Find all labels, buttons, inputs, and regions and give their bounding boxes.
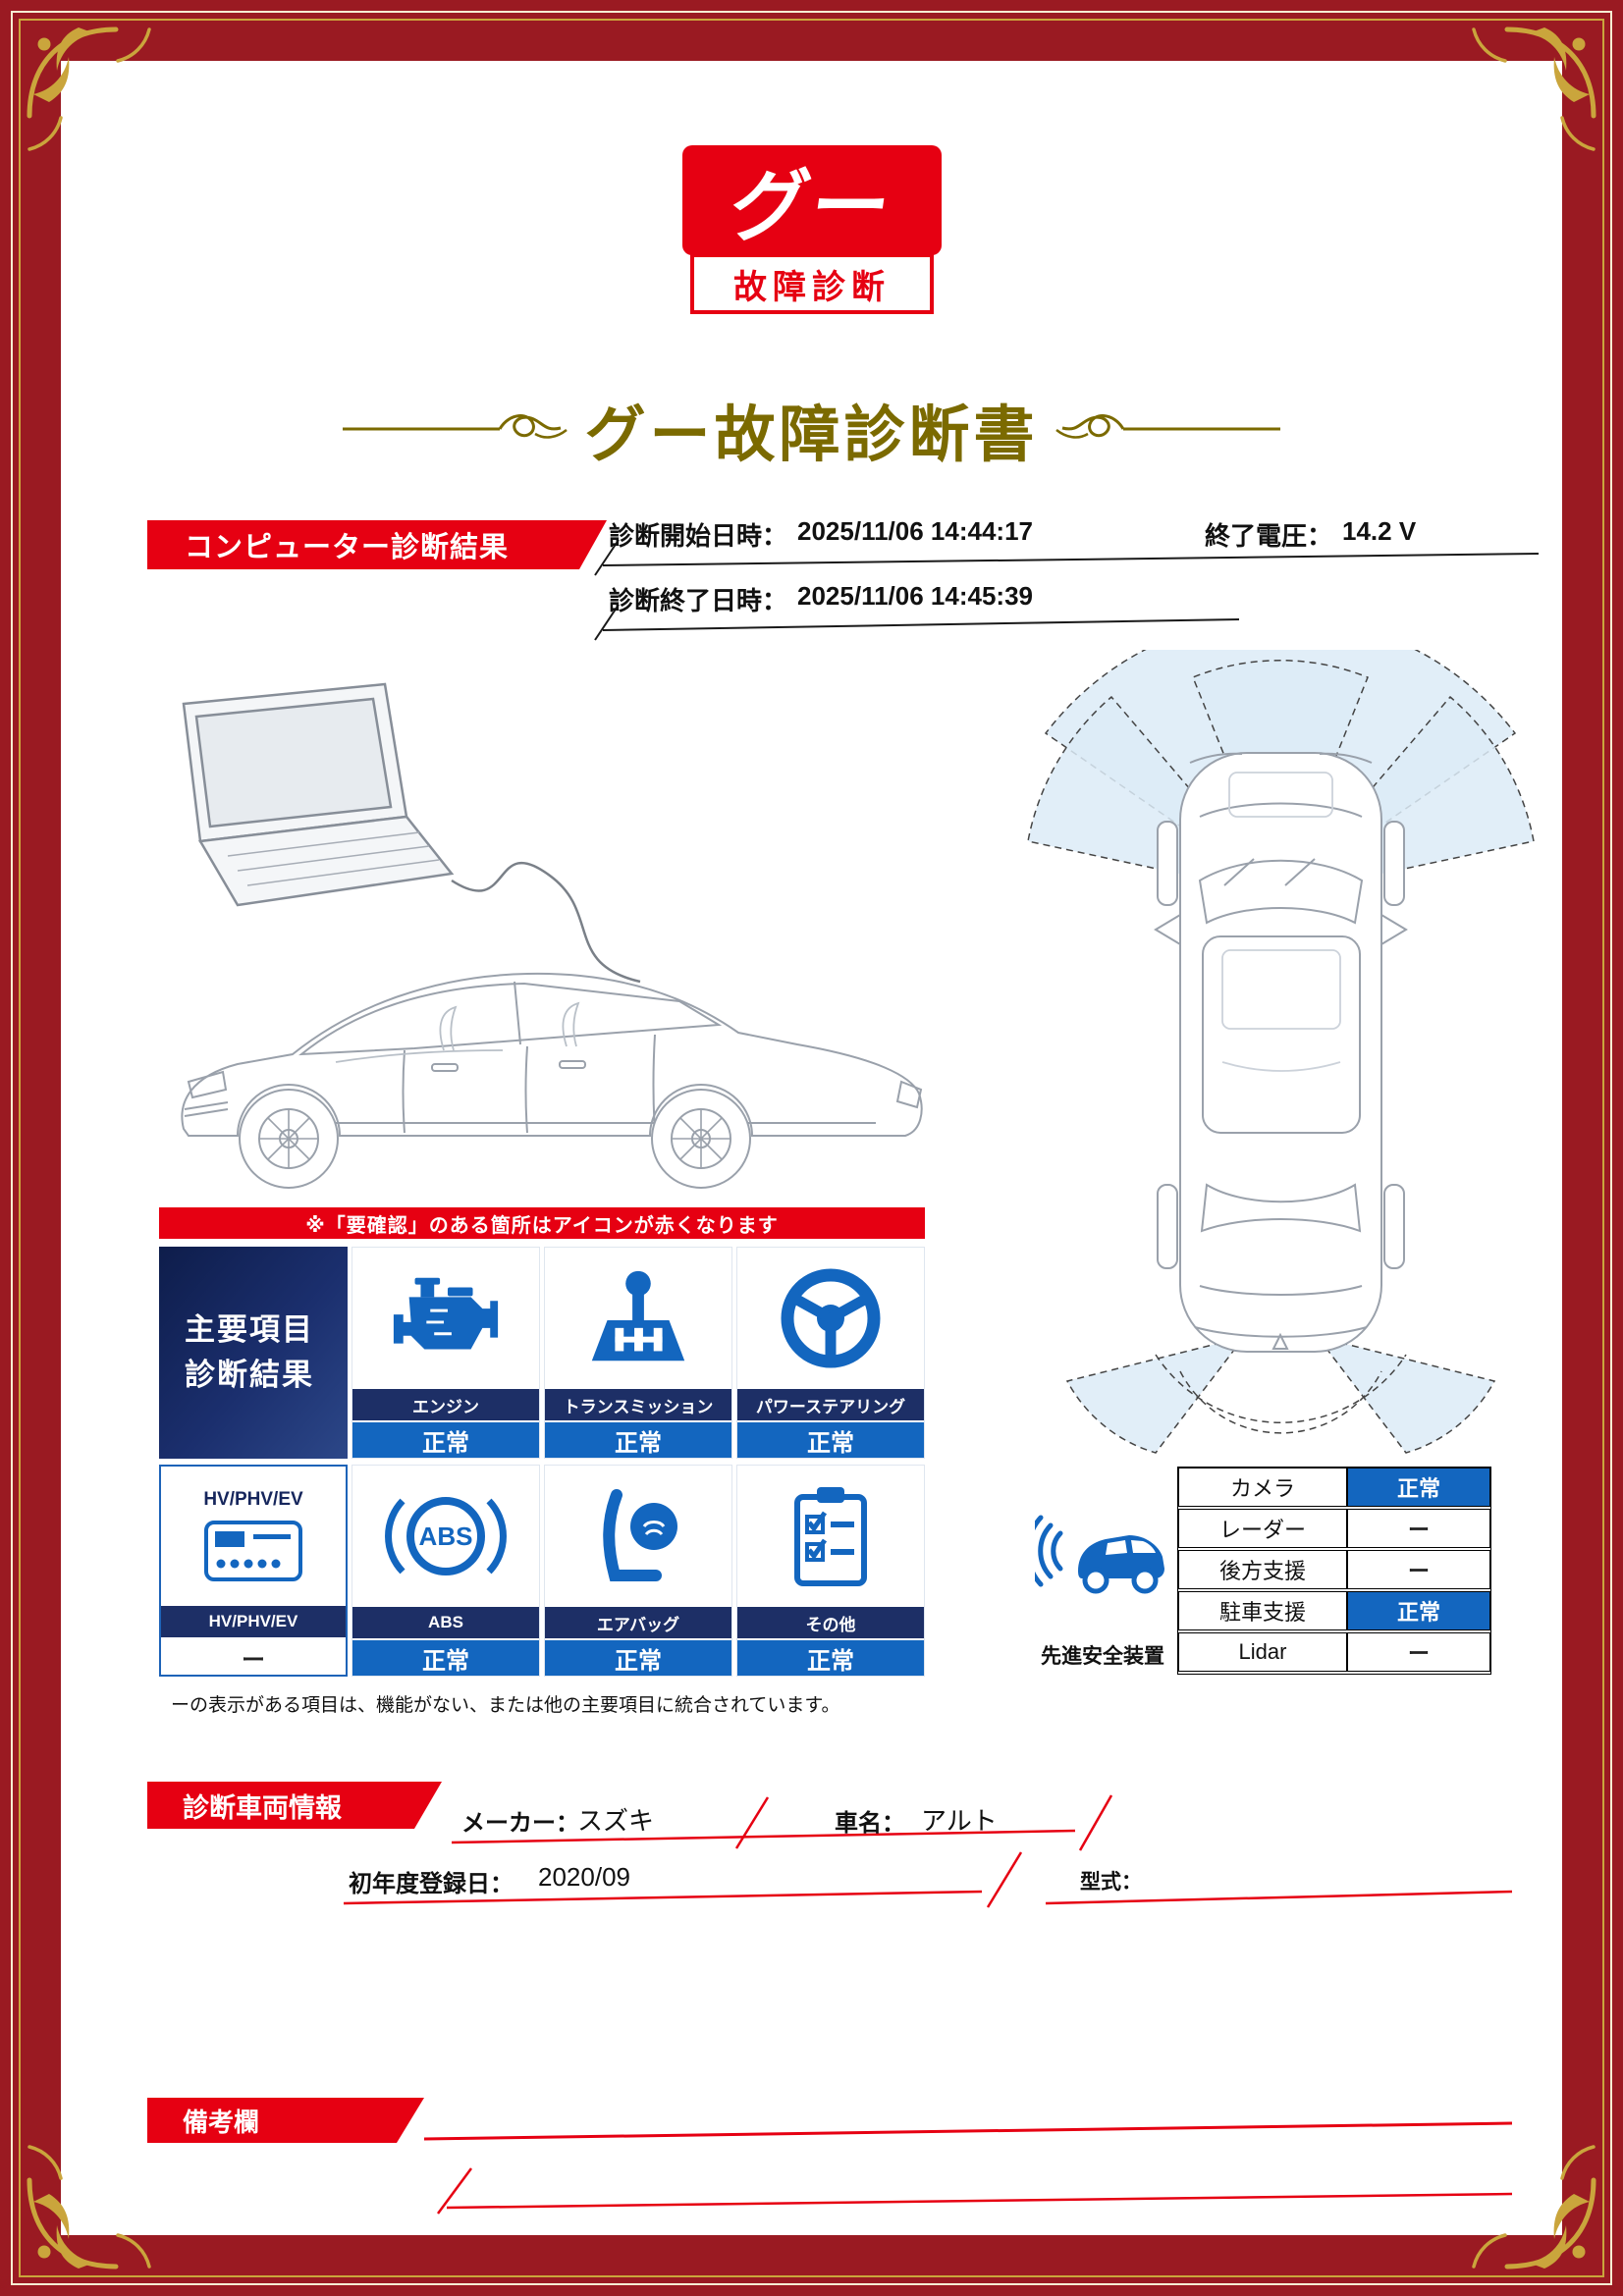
first-registration-value: 2020/09 — [538, 1862, 630, 1892]
main-results-grid: 主要項目 診断結果 エンジン 正常 — [159, 1247, 925, 1677]
vehicle-info-banner: 診断車両情報 — [147, 1782, 442, 1829]
start-datetime-value: 2025/11/06 14:44:17 — [797, 516, 1033, 546]
airbag-icon — [545, 1466, 731, 1607]
diagnosis-item-status: 正常 — [352, 1420, 539, 1458]
diagnosis-item-status: ー — [161, 1637, 346, 1675]
safety-row-status: ー — [1347, 1509, 1490, 1549]
title-ornament-right — [1055, 414, 1280, 439]
svg-text:ABS: ABS — [419, 1522, 473, 1551]
diagnosis-cell-power-steering: パワーステアリング 正常 — [736, 1247, 925, 1459]
diagnosis-item-status: 正常 — [352, 1638, 539, 1676]
diagnosis-cell-other: その他 正常 — [736, 1465, 925, 1677]
vehicle-info-section: 診断車両情報 メーカー： スズキ 車名： アルト 初年度登録日： 2020/09… — [147, 1774, 1522, 1921]
diagnosis-item-status: 正常 — [545, 1638, 731, 1676]
diagnosis-item-status: 正常 — [737, 1638, 924, 1676]
safety-row-status: 正常 — [1347, 1468, 1490, 1508]
advanced-safety-label: 先進安全装置 — [1041, 1645, 1164, 1668]
computer-diagnosis-banner: コンピューター診断結果 — [147, 520, 607, 569]
model-code-label: 型式： — [1080, 1871, 1142, 1894]
diagnosis-item-status: 正常 — [737, 1420, 924, 1458]
main-results-header-line1: 主要項目 — [185, 1311, 314, 1347]
car-topview-illustration — [1027, 650, 1535, 1454]
safety-row-status: 正常 — [1347, 1591, 1490, 1631]
goo-logo-text: グー — [724, 163, 898, 250]
maker-value: スズキ — [577, 1806, 655, 1836]
title-ornament-left — [343, 414, 568, 439]
remarks-section: 備考欄 — [147, 2098, 1522, 2225]
diagnosis-item-label: HV/PHV/EV — [161, 1606, 346, 1637]
safety-row-status: ー — [1347, 1550, 1490, 1590]
grid-footnote: ーの表示がある項目は、機能がない、または他の主要項目に統合されています。 — [171, 1695, 840, 1716]
diagnosis-item-label: パワーステアリング — [737, 1389, 924, 1420]
end-datetime-label: 診断終了日時： — [609, 586, 788, 615]
remarks-banner: 備考欄 — [147, 2098, 424, 2143]
end-datetime-value: 2025/11/06 14:45:39 — [797, 581, 1033, 611]
end-voltage-label: 終了電圧： — [1205, 521, 1333, 551]
diagnosis-cell-airbag: エアバッグ 正常 — [544, 1465, 732, 1677]
safety-car-icon — [1028, 1467, 1177, 1635]
fault-diagnosis-badge: 故障診断 — [690, 253, 934, 314]
alert-note-strip: ※「要確認」のある箇所はアイコンが赤くなります — [159, 1207, 925, 1239]
report-title: グー故障診断書 — [584, 401, 1039, 469]
diagnosis-cell-hv: HV/PHV/EV HV/PHV/EV ー — [159, 1465, 348, 1677]
start-datetime-label: 診断開始日時： — [609, 521, 788, 551]
checklist-icon — [737, 1466, 924, 1607]
fault-diagnosis-text: 故障診断 — [733, 268, 891, 306]
diagnosis-item-label: エアバッグ — [545, 1607, 731, 1638]
diagnosis-item-status: 正常 — [545, 1420, 731, 1458]
safety-row-name: Lidar — [1178, 1632, 1347, 1673]
car-name-value: アルト — [921, 1806, 998, 1836]
safety-row-name: カメラ — [1178, 1468, 1347, 1508]
safety-row-name: レーダー — [1178, 1509, 1347, 1549]
hv-cell-title: HV/PHV/EV — [203, 1489, 303, 1510]
diagnosis-item-label: ABS — [352, 1607, 539, 1638]
safety-row-name: 後方支援 — [1178, 1550, 1347, 1590]
diagnosis-item-label: エンジン — [352, 1389, 539, 1420]
safety-row-status: ー — [1347, 1632, 1490, 1673]
steering-wheel-icon — [737, 1248, 924, 1389]
safety-table: カメラ 正常 レーダー ー 後方支援 ー 駐車支援 正常 Lidar ー — [1177, 1467, 1491, 1675]
title-row: グー故障診断書 — [61, 385, 1562, 473]
engine-icon — [352, 1248, 539, 1389]
main-results-header: 主要項目 診断結果 — [159, 1247, 348, 1459]
end-voltage-value: 14.2 V — [1342, 516, 1417, 546]
report-page: グー 故障診断 グー故障診断書 コンピューター診断結果 診断開始日時： 2025… — [61, 61, 1562, 2235]
abs-icon: ABS — [352, 1466, 539, 1607]
advanced-safety-left: 先進安全装置 — [1028, 1467, 1177, 1675]
diagnosis-item-label: その他 — [737, 1607, 924, 1638]
laptop-car-illustration — [181, 682, 923, 1189]
safety-row-name: 駐車支援 — [1178, 1591, 1347, 1631]
main-results-header-line2: 診断結果 — [185, 1358, 314, 1392]
maker-label: メーカー： — [461, 1810, 579, 1837]
diagnosis-item-label: トランスミッション — [545, 1389, 731, 1420]
computer-diagnosis-info: 診断開始日時： 2025/11/06 14:44:17 終了電圧： 14.2 V… — [591, 505, 1568, 662]
advanced-safety-panel: 先進安全装置 カメラ 正常 レーダー ー 後方支援 ー 駐車支援 正常 Lida… — [1028, 1467, 1491, 1675]
diagnosis-cell-transmission: トランスミッション 正常 — [544, 1247, 732, 1459]
transmission-icon — [545, 1248, 731, 1389]
goo-logo-badge: グー — [682, 145, 942, 255]
diagnosis-cell-abs: ABS ABS 正常 — [352, 1465, 540, 1677]
first-registration-label: 初年度登録日： — [349, 1871, 514, 1897]
hv-phv-ev-icon: HV/PHV/EV — [161, 1467, 346, 1606]
car-name-label: 車名： — [835, 1810, 905, 1837]
diagnosis-cell-engine: エンジン 正常 — [352, 1247, 540, 1459]
